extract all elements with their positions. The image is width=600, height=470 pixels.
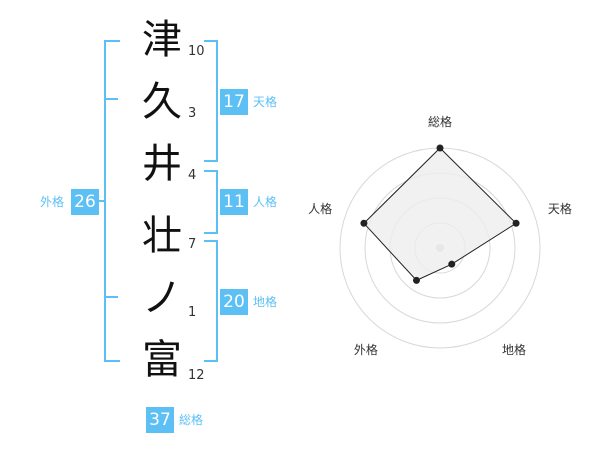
name-char-4: 壮	[142, 213, 182, 259]
stroke-count-6: 12	[188, 368, 205, 383]
stroke-count-3: 4	[188, 168, 197, 183]
jinkaku-label: 人格	[253, 195, 278, 209]
chikaku-bracket	[204, 240, 218, 362]
radar-point	[436, 144, 444, 152]
gaikaku-bracket	[104, 40, 120, 362]
tenkaku-bracket	[204, 40, 218, 162]
soukaku-label: 総格	[179, 413, 204, 427]
bracket-tick	[104, 296, 118, 298]
radar-axis-label: 外格	[354, 342, 378, 357]
name-char-6: 富	[142, 337, 182, 383]
tenkaku-label: 天格	[253, 95, 278, 109]
radar-ring	[339, 147, 541, 349]
radar-ring	[389, 197, 491, 299]
radar-axis-label: 地格	[502, 342, 526, 357]
radar-axis-label: 人格	[308, 201, 332, 216]
stroke-count-4: 7	[188, 237, 197, 252]
stroke-count-1: 10	[188, 44, 205, 59]
radar-point	[412, 276, 420, 284]
chikaku-label: 地格	[253, 295, 278, 309]
stroke-count-2: 3	[188, 106, 197, 121]
gaikaku-label: 外格	[40, 195, 65, 209]
chikaku-value: 20	[220, 289, 248, 315]
radar-axis-label: 天格	[548, 201, 572, 216]
soukaku-value: 37	[146, 407, 174, 433]
jinkaku-bracket	[204, 170, 218, 234]
radar-point	[448, 260, 456, 268]
name-char-1: 津	[142, 17, 182, 63]
name-char-3: 井	[142, 141, 182, 187]
radar-ring	[364, 172, 516, 324]
gaikaku-value: 26	[71, 189, 99, 215]
radar-polygon	[363, 147, 517, 281]
name-char-2: 久	[142, 79, 182, 125]
bracket-tick	[104, 98, 118, 100]
radar-center	[436, 244, 444, 252]
radar-ring	[414, 222, 466, 274]
radar-axis-label: 総格	[428, 114, 452, 129]
stroke-count-5: 1	[188, 305, 197, 320]
radar-point	[512, 219, 520, 227]
tenkaku-value: 17	[220, 89, 248, 115]
radar-point	[360, 219, 368, 227]
jinkaku-value: 11	[220, 189, 248, 215]
name-char-5: ノ	[142, 275, 182, 321]
